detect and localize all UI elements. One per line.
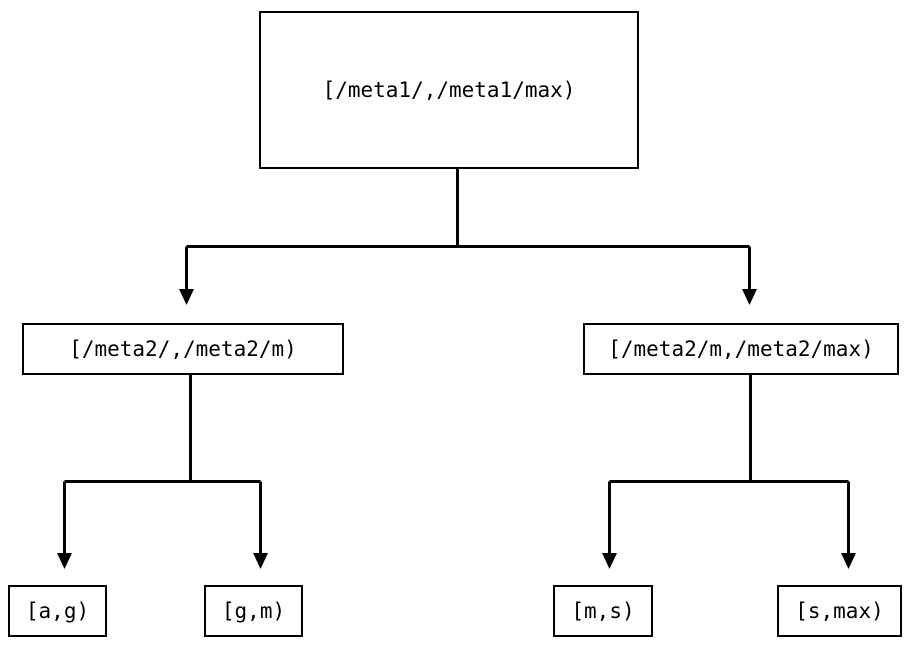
arrowhead-icon-mid-left [179,289,194,305]
tree-node-leaf-g-m[interactable]: [g,m) [204,585,303,637]
arrowhead-icon-leaf-g-m [253,553,268,569]
arrowhead-icon-leaf-a-g [57,553,72,569]
tree-node-leaf-a-g-label: [a,g) [25,598,90,623]
tree-node-leaf-g-m-label: [g,m) [221,598,286,623]
arrowhead-icon-leaf-m-s [602,553,617,569]
tree-node-leaf-s-max[interactable]: [s,max) [777,585,902,637]
tree-node-leaf-m-s[interactable]: [m,s) [553,585,653,637]
tree-node-root-label: [/meta1/,/meta1/max) [322,77,576,102]
tree-node-mid-right-label: [/meta2/m,/meta2/max) [608,336,874,361]
tree-node-mid-left[interactable]: [/meta2/,/meta2/m) [22,323,344,375]
arrowhead-icon-leaf-s-max [841,553,856,569]
tree-node-mid-right[interactable]: [/meta2/m,/meta2/max) [583,323,899,375]
tree-node-leaf-m-s-label: [m,s) [571,598,635,623]
tree-node-mid-left-label: [/meta2/,/meta2/m) [69,336,297,361]
tree-node-leaf-s-max-label: [s,max) [795,598,884,623]
arrowhead-icon-mid-right [742,289,757,305]
tree-node-leaf-a-g[interactable]: [a,g) [8,585,107,637]
tree-node-root[interactable]: [/meta1/,/meta1/max) [259,11,639,169]
